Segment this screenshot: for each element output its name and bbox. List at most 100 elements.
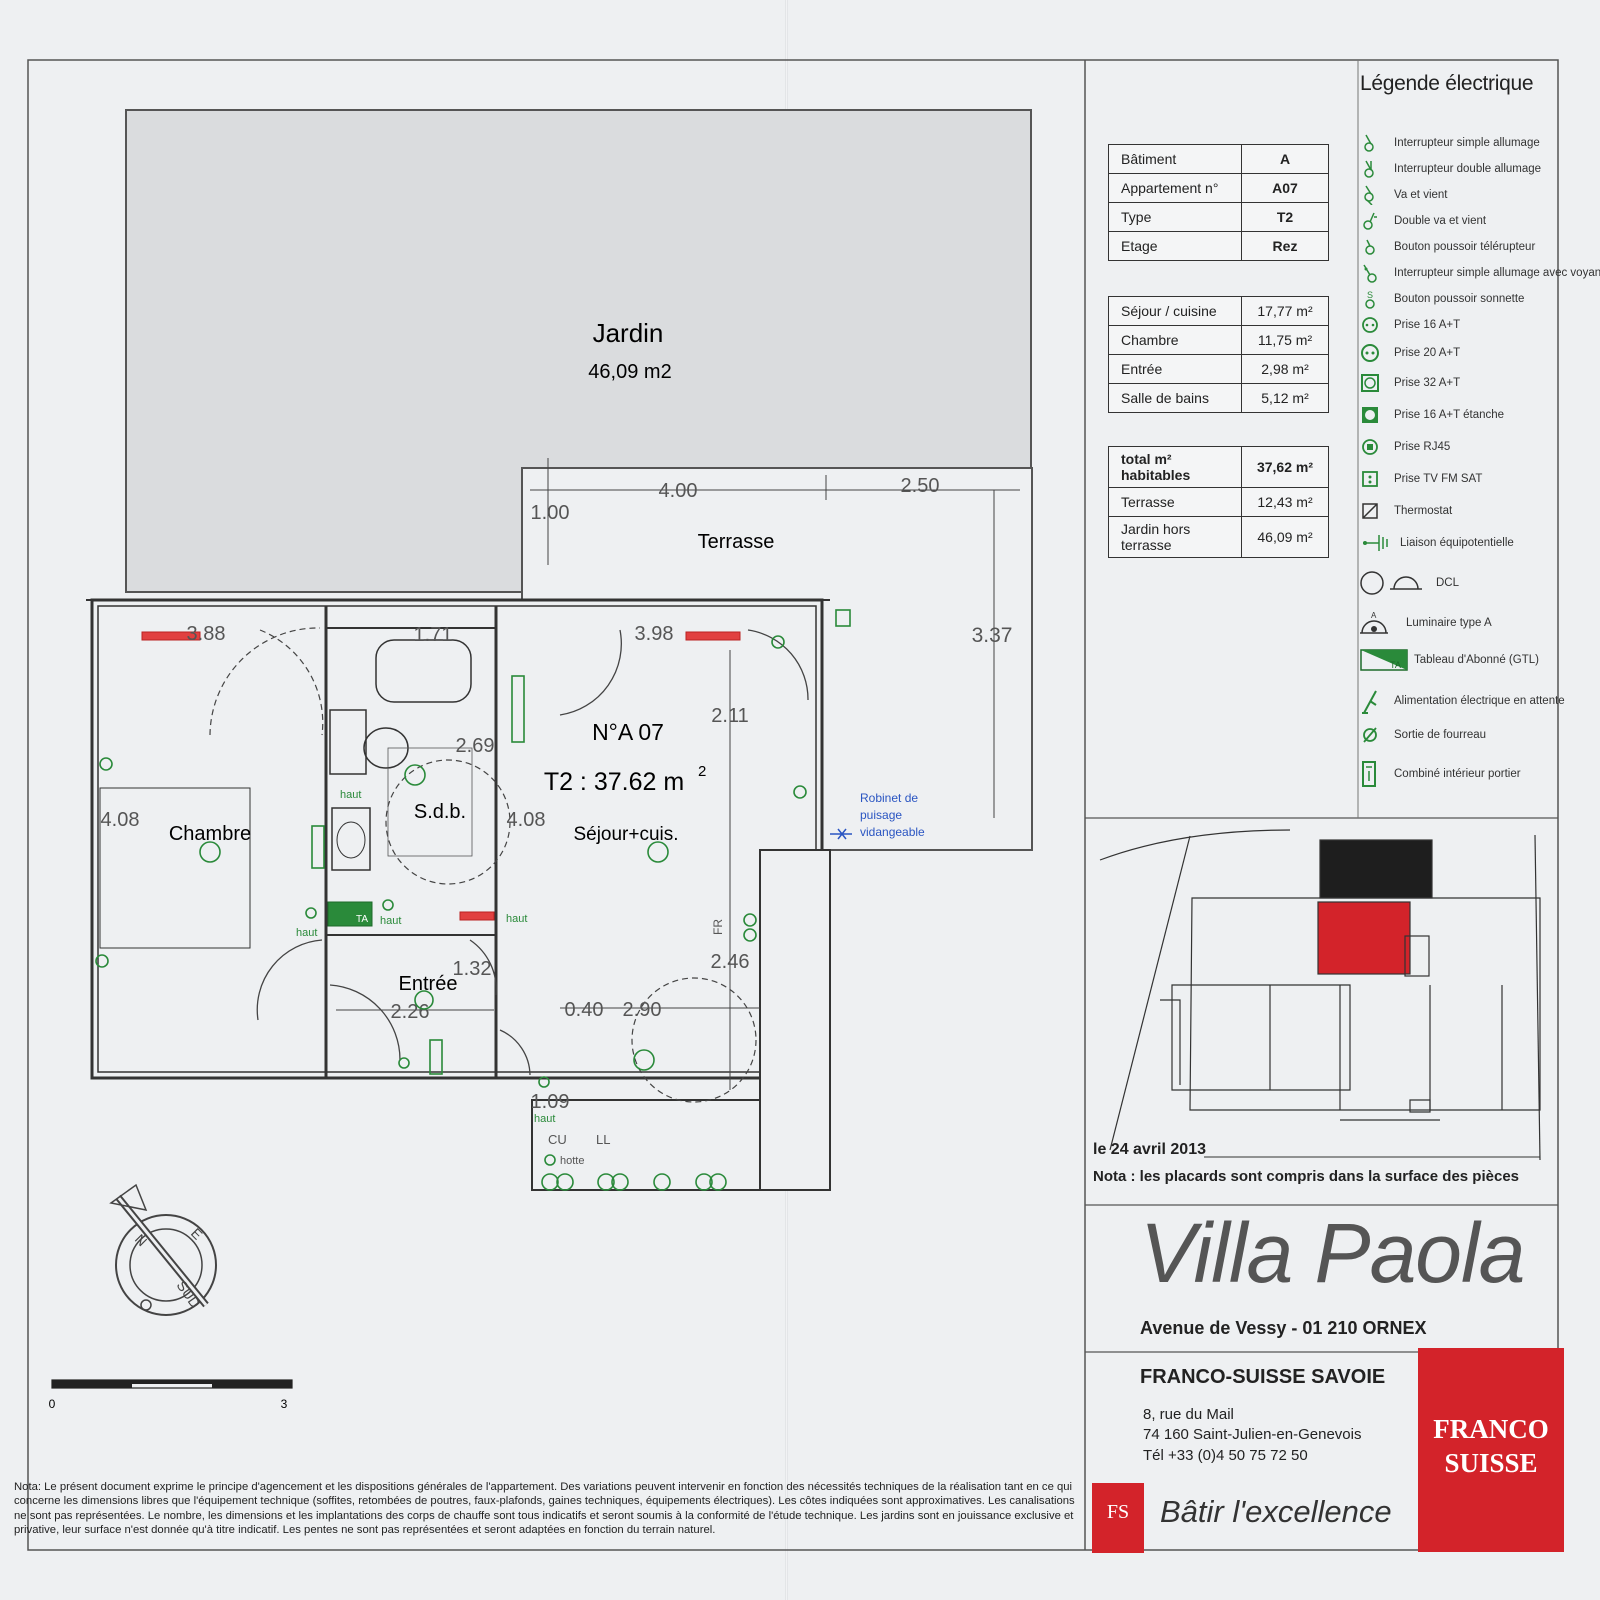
legend-item: Va et vient [1360, 184, 1448, 206]
legend-label: Tableau d'Abonné (GTL) [1414, 654, 1539, 666]
legend-label: Prise 32 A+T [1394, 377, 1461, 389]
type-label: Type [1108, 202, 1242, 232]
total-label: total m² habitables [1108, 446, 1242, 488]
svg-text:A: A [1371, 611, 1377, 620]
legend-label: Double va et vient [1394, 215, 1487, 227]
legend-item: Bouton poussoir télérupteur [1360, 236, 1535, 258]
dim-2-26: 2.26 [391, 1001, 430, 1023]
robinet-label-3: vidangeable [860, 825, 925, 839]
table-row: Appartement n°A07 [1108, 173, 1329, 203]
type-value: T2 [1241, 202, 1329, 232]
equipotential-icon [1360, 533, 1394, 553]
dim-1-32: 1.32 [453, 958, 492, 980]
thermostat-icon [1360, 501, 1380, 521]
compass-e: E [188, 1225, 206, 1243]
garden-total-value: 46,09 m² [1241, 516, 1329, 558]
two-way-switch-icon [1360, 185, 1380, 205]
socket-32-icon [1360, 373, 1380, 393]
kitchen-hotte-label: hotte [560, 1155, 584, 1167]
legend-label: Prise 16 A+T [1394, 319, 1461, 331]
room-label: Séjour / cuisine [1108, 296, 1242, 326]
switch-indicator-icon [1360, 263, 1380, 283]
compass-sud: SUD [174, 1278, 204, 1311]
legend-label: Va et vient [1394, 189, 1448, 201]
legend-label: Combiné intérieur portier [1394, 768, 1521, 780]
total-value: 37,62 m² [1241, 446, 1329, 488]
legend-item: Alimentation électrique en attente [1360, 686, 1565, 716]
legend-item: TA Tableau d'Abonné (GTL) [1360, 646, 1539, 674]
dim-2-46: 2.46 [711, 951, 750, 973]
washbasin [331, 807, 371, 871]
svg-text:S: S [1367, 290, 1373, 300]
dim-0-40: 0.40 [565, 999, 604, 1021]
project-name: Villa Paola [1140, 1206, 1525, 1300]
legend-label: Liaison équipotentielle [1400, 537, 1514, 549]
dim-1-00: 1.00 [531, 502, 570, 524]
switch-single-icon [1360, 133, 1380, 153]
socket-16-icon [1360, 315, 1380, 335]
room-chambre: Chambre [169, 823, 251, 845]
sejour-turning-circle [631, 977, 757, 1103]
floor-value: Rez [1241, 231, 1329, 261]
room-entree: Entrée [399, 973, 458, 995]
electrical-symbols [95, 609, 851, 1191]
robinet-label-1: Robinet de [860, 791, 918, 805]
legend-item: Interrupteur double allumage [1360, 158, 1541, 180]
dim-2-90: 2.90 [623, 999, 662, 1021]
haut-label-4: haut [506, 913, 527, 925]
robinet-label-2: puisage [860, 808, 902, 822]
radiator-sdb [459, 911, 495, 921]
legend-item: Prise 32 A+T [1360, 372, 1460, 394]
sheet-frame [27, 59, 1559, 1551]
kitchen-cu-label: CU [548, 1132, 567, 1147]
panel-icon: TA [1360, 648, 1408, 672]
dim-3-98: 3.98 [635, 623, 674, 645]
room-area: 17,77 m² [1241, 296, 1329, 326]
legend-label: Thermostat [1394, 505, 1453, 517]
apartment-label: Appartement n° [1108, 173, 1242, 203]
building-label: Bâtiment [1108, 144, 1242, 174]
floor-label: Etage [1108, 231, 1242, 261]
conduit-exit-icon [1360, 725, 1380, 745]
socket-waterproof-icon [1360, 405, 1380, 425]
closets-note: Nota : les placards sont compris dans la… [1093, 1168, 1519, 1185]
apartment-type-area: T2 : 37.62 m [544, 768, 684, 796]
brand-line-2: SUISSE [1444, 1448, 1538, 1478]
legend-item: Interrupteur simple allumage avec voyant [1360, 262, 1600, 284]
rj45-icon [1360, 437, 1380, 457]
garden-area-label: 46,09 m2 [588, 361, 671, 383]
tv-socket-icon [1360, 469, 1380, 489]
legend-item: Prise 20 A+T [1360, 342, 1460, 364]
company-phone: Tél +33 (0)4 50 75 72 50 [1143, 1447, 1308, 1464]
company-slogan: Bâtir l'excellence [1160, 1494, 1392, 1529]
haut-label-5: haut [534, 1113, 555, 1125]
dim-2-50: 2.50 [901, 475, 940, 497]
dim-3-37: 3.37 [972, 624, 1013, 647]
legend-item: Liaison équipotentielle [1360, 532, 1514, 554]
legend-label: Bouton poussoir sonnette [1394, 293, 1525, 305]
svg-text:TA: TA [1390, 660, 1401, 670]
dim-2-11: 2.11 [711, 705, 748, 727]
scale-end: 3 [281, 1397, 288, 1411]
legend-item: S Bouton poussoir sonnette [1360, 288, 1524, 310]
intercom-icon [1360, 759, 1380, 789]
plan-date: le 24 avril 2013 [1093, 1141, 1206, 1158]
building-value: A [1241, 144, 1329, 174]
legend-item: Prise TV FM SAT [1360, 468, 1482, 490]
fs-monogram: FS [1106, 1501, 1130, 1523]
radiator-sejour [685, 631, 741, 641]
room-sejour: Séjour+cuis. [573, 824, 678, 845]
panel-ta-label: TA [356, 914, 368, 925]
push-button-icon [1360, 237, 1380, 257]
legend-item: Double va et vient [1360, 210, 1486, 232]
garden-label: Jardin [593, 318, 664, 348]
socket-20-icon [1360, 343, 1380, 363]
kitchen-fr-label: FR [711, 919, 725, 935]
